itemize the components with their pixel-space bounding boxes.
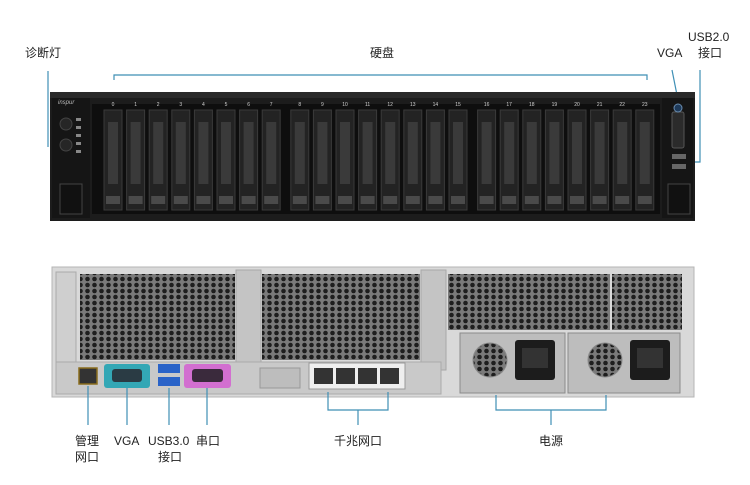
drive-bay[interactable]: 11 [358, 102, 378, 211]
front-usb-port-1 [672, 154, 686, 159]
vent-left [80, 274, 235, 360]
usb3-label-line2: 接口 [158, 450, 183, 464]
gbe-label: 千兆网口 [334, 434, 383, 448]
drive-bay[interactable]: 14 [425, 102, 445, 211]
status-icons [76, 118, 81, 153]
bay-number: 4 [202, 102, 205, 108]
bay-number: 11 [365, 102, 370, 108]
mgmt-label-line1: 管理 [75, 434, 100, 448]
bay-number: 0 [112, 102, 115, 108]
bay-number: 22 [619, 102, 625, 108]
usb2-label-line2: 接口 [698, 46, 723, 60]
front-usb-port-2 [672, 164, 686, 169]
bay-number: 8 [298, 102, 301, 108]
id-button-panel [259, 367, 301, 389]
hdd-callout-line [113, 74, 648, 80]
left-bracket [55, 271, 77, 371]
bay-number: 3 [179, 102, 182, 108]
power-button-icon [673, 103, 683, 113]
bay-number: 20 [574, 102, 580, 108]
drive-bay[interactable]: 21 [590, 102, 610, 211]
drive-bay[interactable]: 17 [499, 102, 519, 211]
gbe-port-1 [314, 368, 333, 384]
bay-number: 15 [455, 102, 461, 108]
hdd-label: 硬盘 [370, 46, 395, 60]
diag-led-2 [59, 138, 73, 152]
left-handle [59, 183, 83, 215]
drive-bay[interactable]: 0 [103, 102, 123, 211]
bay-number: 21 [597, 102, 603, 108]
brand-logo: inspur [58, 100, 75, 106]
bay-number: 14 [433, 102, 439, 108]
bay-number: 13 [410, 102, 416, 108]
usb3-port-2 [158, 377, 180, 386]
serial-label: 串口 [196, 434, 221, 448]
bay-number: 9 [321, 102, 324, 108]
drive-bay[interactable]: 15 [448, 102, 468, 211]
vent-middle [262, 274, 420, 360]
right-handle [667, 183, 691, 215]
bay-number: 17 [506, 102, 512, 108]
bay-number: 16 [484, 102, 490, 108]
bay-number: 12 [387, 102, 393, 108]
bay-number: 10 [342, 102, 348, 108]
bay-number: 7 [270, 102, 273, 108]
front-vga-port [671, 111, 685, 149]
power-label: 电源 [539, 434, 564, 448]
drive-bay[interactable]: 3 [171, 102, 191, 211]
drive-bay[interactable]: 20 [567, 102, 587, 211]
gbe-port-4 [380, 368, 399, 384]
bay-number: 23 [642, 102, 648, 108]
bay-number: 5 [225, 102, 228, 108]
bay-number: 19 [552, 102, 558, 108]
riser-bracket-1 [235, 269, 262, 371]
mgmt-label-line2: 网口 [75, 450, 100, 464]
bay-number: 18 [529, 102, 535, 108]
usb2-label-line1: USB2.0 [688, 30, 730, 44]
usb3-label-line1: USB3.0 [148, 434, 190, 448]
drive-bay[interactable]: 6 [239, 102, 259, 211]
drive-bay[interactable]: 5 [216, 102, 236, 211]
rear-vga-label: VGA [114, 434, 140, 448]
drive-bay[interactable]: 9 [312, 102, 332, 211]
drive-bay[interactable]: 19 [544, 102, 564, 211]
drive-bay[interactable]: 16 [477, 102, 497, 211]
bay-number: 2 [157, 102, 160, 108]
bay-number: 6 [247, 102, 250, 108]
back-chassis [51, 266, 695, 398]
bay-number: 1 [134, 102, 137, 108]
riser-bracket-2 [420, 269, 447, 371]
mgmt-port [78, 367, 98, 385]
front-vga-label: VGA [657, 46, 683, 60]
psu-1 [459, 332, 566, 394]
back-callouts [87, 386, 607, 425]
gbe-port-3 [358, 368, 377, 384]
diag-led-1 [59, 117, 73, 131]
usb3-port-1 [158, 364, 180, 373]
psu-2 [567, 332, 681, 394]
drive-bay[interactable]: 10 [335, 102, 355, 211]
drive-bay[interactable]: 7 [261, 102, 281, 211]
drive-bay[interactable]: 18 [522, 102, 542, 211]
drive-bay[interactable]: 2 [148, 102, 168, 211]
gbe-port-2 [336, 368, 355, 384]
drive-bay[interactable]: 12 [380, 102, 400, 211]
diag-light-label: 诊断灯 [25, 46, 62, 60]
drive-bay[interactable]: 1 [126, 102, 146, 211]
drive-bay[interactable]: 23 [635, 102, 655, 211]
drive-bay[interactable]: 22 [612, 102, 632, 211]
drive-bay[interactable]: 13 [403, 102, 423, 211]
drive-bay[interactable]: 4 [193, 102, 213, 211]
vent-far-right [612, 274, 682, 330]
vent-right-top [448, 274, 610, 330]
drive-bay[interactable]: 8 [290, 102, 310, 211]
